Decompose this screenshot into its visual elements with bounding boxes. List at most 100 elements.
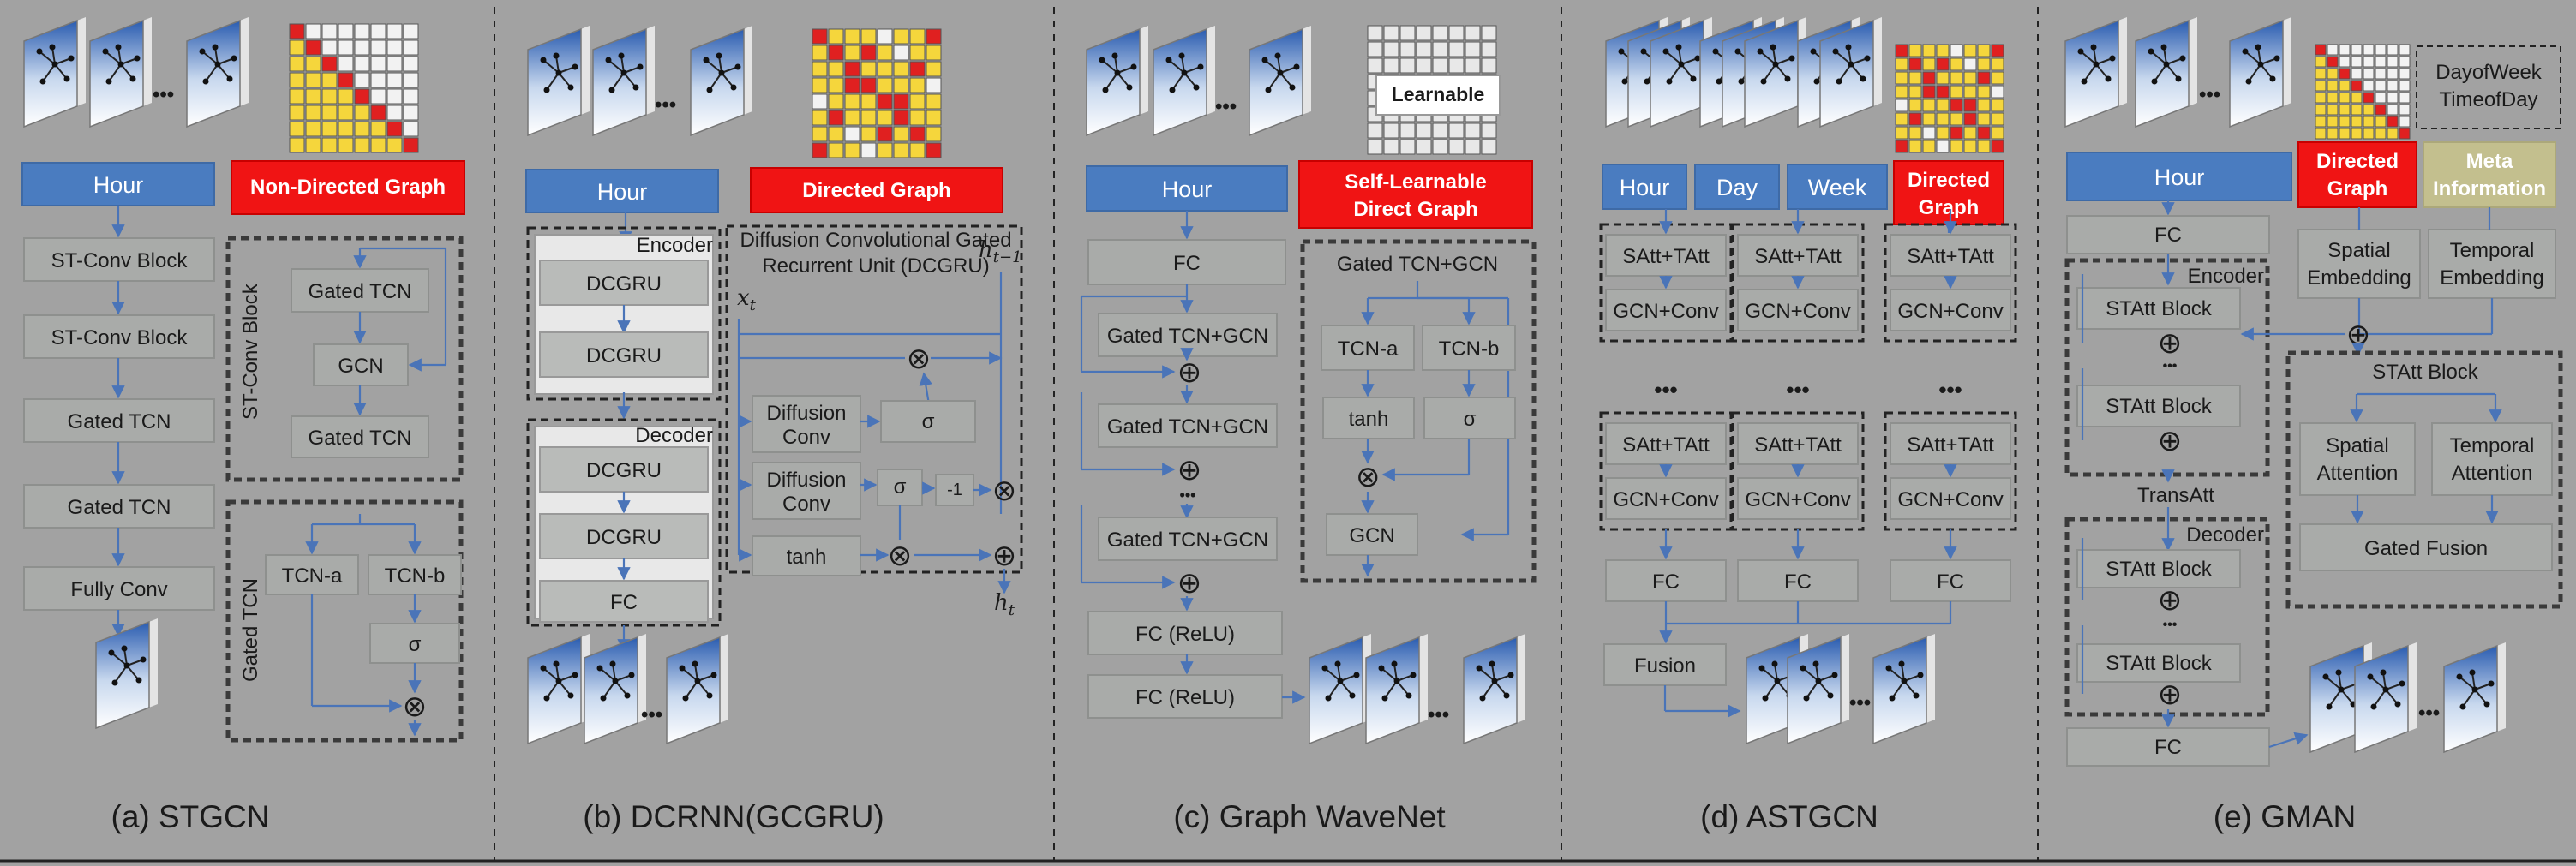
svg-text:GCN+Conv: GCN+Conv (1613, 300, 1718, 323)
fc-box (1605, 559, 1727, 602)
matrix-cell (338, 137, 354, 153)
matrix-cell (386, 105, 403, 121)
matrix-cell (2339, 116, 2351, 128)
matrix-cell (926, 93, 942, 110)
matrix-cell (812, 126, 828, 142)
matrix-cell (1432, 122, 1448, 139)
adjacency-matrix (1895, 44, 2004, 153)
svg-text:FC: FC (1652, 570, 1680, 594)
matrix-cell (2363, 92, 2375, 104)
sigma-gate-1 (880, 400, 976, 443)
matrix-cell (1399, 25, 1416, 41)
svg-text:Spatial: Spatial (2326, 434, 2388, 457)
matrix-cell (1416, 25, 1432, 41)
matrix-cell (289, 137, 305, 153)
svg-text:σ: σ (1464, 408, 1477, 431)
hour-box (2066, 152, 2292, 201)
svg-text:TCN-b: TCN-b (385, 564, 446, 588)
dcgru-detail (725, 224, 1023, 574)
svg-text:SAtt+TAtt: SAtt+TAtt (1622, 433, 1710, 457)
matrix-cell (1367, 57, 1383, 74)
matrix-cell (2327, 92, 2339, 104)
matrix-cell (828, 93, 844, 110)
svg-text:TimeofDay: TimeofDay (2439, 88, 2537, 111)
caption-graph-wavenet: (c) Graph WaveNet (1173, 799, 1446, 834)
matrix-cell (893, 110, 909, 126)
matrix-cell (1950, 85, 1963, 99)
svg-text:GCN+Conv: GCN+Conv (1745, 300, 1850, 323)
matrix-cell (1895, 112, 1908, 126)
matrix-cell (1936, 112, 1950, 126)
matrix-cell (2363, 80, 2375, 92)
matrix-cell (1432, 41, 1448, 57)
matrix-cell (354, 137, 370, 153)
svg-text:Gated TCN+GCN: Gated TCN+GCN (1107, 415, 1268, 439)
matrix-cell (926, 142, 942, 158)
spatial-attention (2299, 422, 2416, 496)
matrix-cell (370, 39, 386, 56)
matrix-cell (844, 77, 860, 93)
matrix-cell (1465, 139, 1481, 155)
matrix-cell (1922, 57, 1936, 71)
matrix-cell (812, 61, 828, 77)
svg-text:SAtt+TAtt: SAtt+TAtt (1907, 245, 1994, 268)
matrix-cell (1908, 99, 1922, 112)
matrix-cell (1936, 126, 1950, 140)
matrix-cell (1416, 139, 1432, 155)
adjacency-matrix (289, 23, 419, 153)
matrix-cell (893, 93, 909, 110)
satt-tatt-box (1737, 422, 1859, 465)
svg-text:FC: FC (1937, 570, 1964, 594)
svg-text:•••: ••• (2163, 359, 2178, 373)
adjacency-matrix (2315, 44, 2411, 140)
inner-gcn (313, 343, 409, 386)
matrix-cell (2315, 80, 2327, 92)
matrix-cell (1977, 44, 1991, 57)
matrix-cell (338, 23, 354, 39)
matrix-cell (1991, 112, 2004, 126)
add-icon: ⊕ (2158, 424, 2183, 458)
svg-text:GCN+Conv: GCN+Conv (1745, 488, 1850, 511)
dcgru-title-1: Diffusion Convolutional Gated (740, 229, 1011, 252)
gated-tcn-1 (23, 398, 215, 443)
svg-text:-1: -1 (947, 481, 962, 499)
svg-text:Diffusion: Diffusion (767, 402, 847, 425)
matrix-cell (1950, 140, 1963, 153)
gated-tcn-side-label: Gated TCN (239, 578, 262, 682)
matrix-cell (2339, 68, 2351, 80)
svg-text:DCGRU: DCGRU (586, 272, 662, 296)
h-t-label: ht (994, 590, 1015, 619)
matrix-cell (2399, 116, 2411, 128)
dots: ••• (641, 703, 662, 726)
svg-text:GCN: GCN (338, 355, 383, 378)
matrix-cell (370, 137, 386, 153)
astgcn-panel: Hour Day Week Directed Graph SAtt+TAttGC… (1599, 17, 2017, 744)
dcgru-2 (539, 331, 709, 378)
matrix-cell (321, 105, 338, 121)
svg-text:σ: σ (922, 410, 935, 433)
matrix-cell (1991, 57, 2004, 71)
dots: ••• (2199, 83, 2220, 106)
matrix-cell (305, 137, 321, 153)
matrix-cell (893, 142, 909, 158)
hour-box (1602, 164, 1687, 210)
svg-text:Fusion: Fusion (1634, 654, 1696, 678)
svg-text:DCGRU: DCGRU (586, 526, 662, 549)
meta-information-box (2423, 141, 2556, 208)
svg-text:Encoder: Encoder (2188, 265, 2264, 288)
matrix-cell (403, 56, 419, 72)
matrix-cell (2363, 68, 2375, 80)
svg-text:Gated TCN+GCN: Gated TCN+GCN (1107, 529, 1268, 552)
svg-text:GCN+Conv: GCN+Conv (1897, 488, 2003, 511)
matrix-cell (1367, 25, 1383, 41)
matrix-cell (1950, 112, 1963, 126)
matrix-cell (926, 77, 942, 93)
gcn-conv-box (1605, 477, 1727, 520)
matrix-cell (1963, 44, 1977, 57)
matrix-cell (305, 88, 321, 105)
matrix-cell (2351, 116, 2363, 128)
matrix-cell (2375, 104, 2387, 116)
matrix-cell (321, 137, 338, 153)
caption-astgcn: (d) ASTGCN (1700, 799, 1878, 834)
graph-label-box (231, 160, 465, 215)
